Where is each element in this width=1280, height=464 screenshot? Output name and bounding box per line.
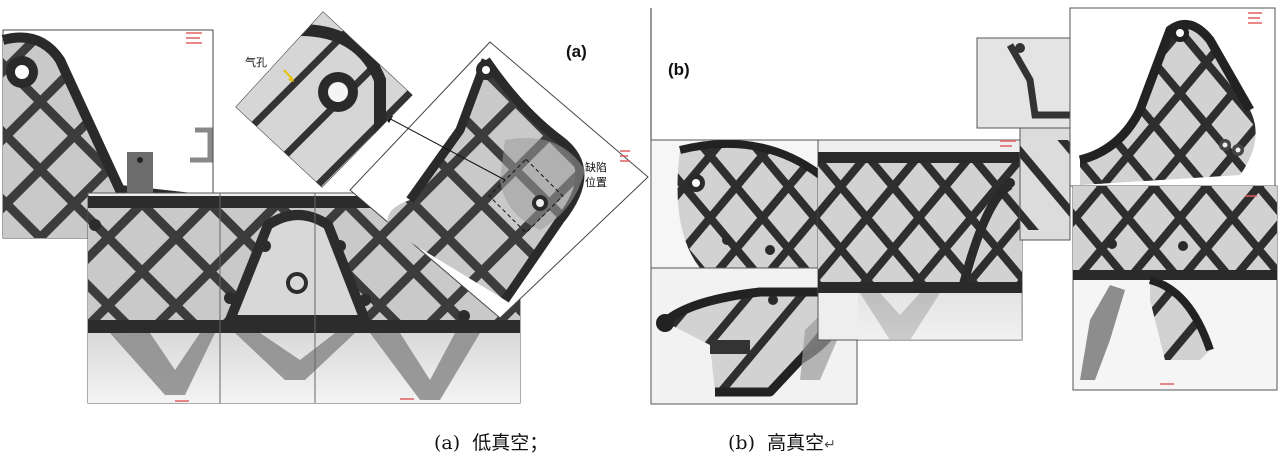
pore-label: 气孔 xyxy=(245,56,267,69)
defect-label-line2: 位置 xyxy=(585,176,607,189)
panel-a-tag: (a) xyxy=(566,42,587,61)
caption-b: (b) 高真空↵ xyxy=(728,428,836,455)
caption-a: (a) 低真空； xyxy=(434,428,548,455)
panel-a-xray xyxy=(1,11,649,404)
panel-b-tag: (b) xyxy=(668,60,690,79)
panel-b-xray xyxy=(650,7,1278,405)
defect-label-line1: 缺陷 xyxy=(585,161,607,174)
caption-a-tag: (a) xyxy=(434,432,461,454)
caption-b-text: 高真空 xyxy=(767,432,825,454)
caption-a-text: 低真空； xyxy=(472,432,549,454)
caption-b-tag: (b) xyxy=(728,432,755,454)
return-mark-icon: ↵ xyxy=(824,437,836,453)
defect-location-label: 缺陷 位置 xyxy=(585,160,607,190)
